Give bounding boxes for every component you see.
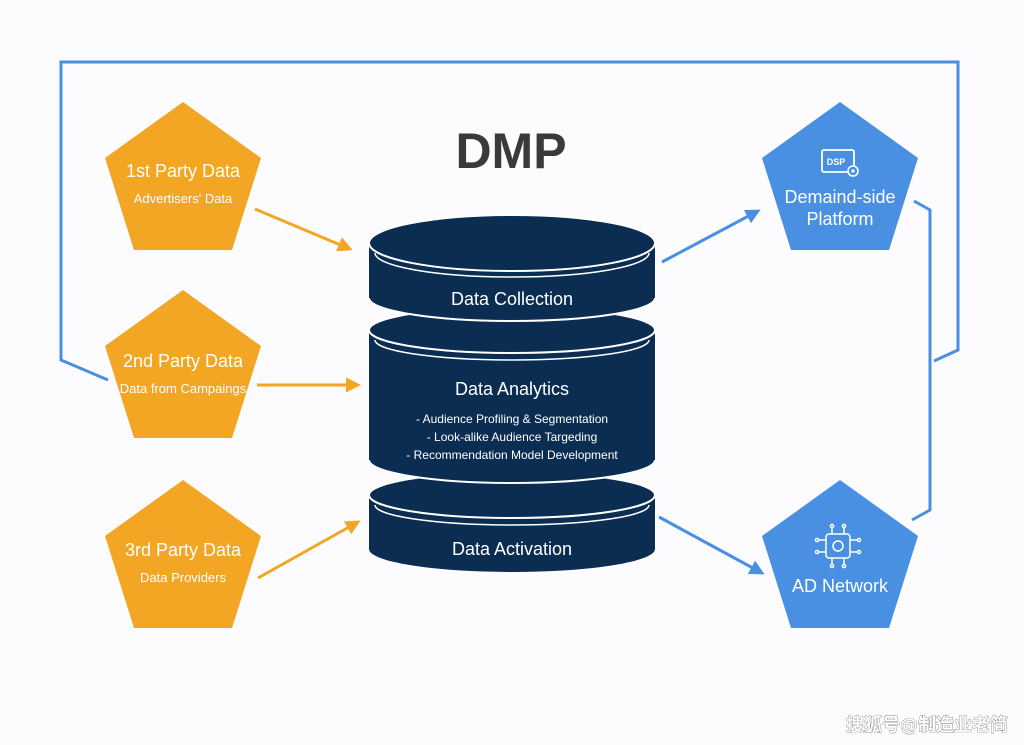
watermark: 搜狐号@制造业老简: [846, 714, 1008, 736]
target-ad-network: AD Network: [762, 480, 918, 628]
source-name: 3rd Party Data: [125, 540, 242, 560]
loop-line-right: [911, 199, 932, 522]
source-pentagon: [105, 480, 261, 628]
source-subtitle: Advertisers' Data: [134, 191, 233, 206]
source-name: 2nd Party Data: [123, 351, 244, 371]
source-subtitle: Data Providers: [140, 570, 226, 585]
activation-label: Data Activation: [452, 539, 572, 559]
source-3rd-party: 3rd Party Data Data Providers: [105, 480, 261, 628]
arrow-collection-to-dsp: [661, 209, 761, 264]
cylinder-analytics: Data Analytics - Audience Profiling & Se…: [368, 306, 656, 484]
analytics-bullet: - Look-alike Audience Targeding: [427, 430, 598, 444]
network-chip-icon: [814, 523, 862, 569]
arrow-1st-to-collection: [254, 207, 353, 252]
target-pentagon: [762, 480, 918, 628]
analytics-bullet: - Audience Profiling & Segmentation: [416, 412, 608, 426]
arrow-activation-to-adnetwork: [658, 515, 765, 575]
cylinder-activation: Data Activation: [368, 471, 656, 572]
analytics-bullet: - Recommendation Model Development: [406, 448, 618, 462]
adnetwork-label: AD Network: [792, 576, 889, 596]
dsp-icon-text: DSP: [827, 157, 846, 167]
dsp-label-line1: Demaind-side: [784, 187, 895, 207]
analytics-title: Data Analytics: [455, 379, 569, 399]
arrow-3rd-to-activation: [257, 520, 361, 580]
source-name: 1st Party Data: [126, 161, 241, 181]
diagram-title: DMP: [455, 123, 566, 179]
source-1st-party: 1st Party Data Advertisers' Data: [105, 102, 261, 250]
collection-label: Data Collection: [451, 289, 573, 309]
target-dsp: DSP Demaind-side Platform: [762, 102, 918, 250]
dsp-icon: DSP: [821, 149, 859, 177]
target-pentagon: [762, 102, 918, 250]
loop-line-top: [59, 60, 960, 382]
source-pentagon: [105, 102, 261, 250]
dsp-label-line2: Platform: [806, 209, 873, 229]
source-2nd-party: 2nd Party Data Data from Campaings: [105, 290, 261, 438]
source-pentagon: [105, 290, 261, 438]
cylinder-collection: Data Collection: [368, 214, 656, 322]
source-subtitle: Data from Campaings: [120, 381, 247, 396]
